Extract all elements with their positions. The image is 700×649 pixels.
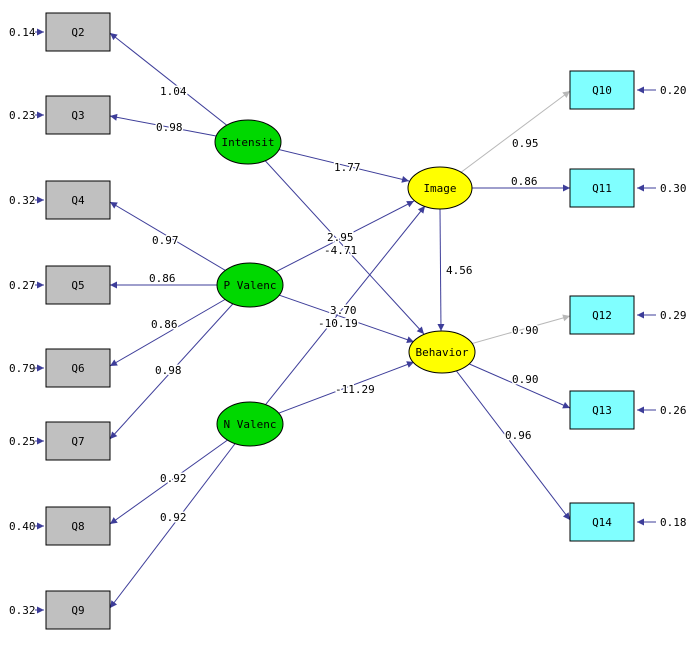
loading-behavior-q13-value: 0.90 (512, 373, 539, 386)
loading-pvalenc-q6-value: 0.86 (151, 318, 178, 331)
path-nvalenc-image-value: -10.19 (318, 317, 358, 330)
path-nvalenc-image-arrow (249, 205, 426, 425)
loading-intensit-q2-arrow (109, 32, 249, 143)
path-pvalenc-behavior-value: 3.70 (330, 304, 357, 317)
loading-pvalenc-q7-value: 0.98 (155, 364, 182, 377)
loading-behavior-q14-arrow (441, 351, 571, 521)
path-image-behavior-arrow (437, 208, 445, 332)
loading-nvalenc-q9-value: 0.92 (160, 511, 187, 524)
indicator-q6-label: Q6 (71, 362, 84, 375)
indicator-q7-label: Q7 (71, 435, 84, 448)
loading-pvalenc-q5-value: 0.86 (149, 272, 176, 285)
loading-intensit-q2-value: 1.04 (160, 85, 187, 98)
loading-nvalenc-q9-arrow (109, 423, 251, 609)
latent-image-ellipse (407, 166, 473, 210)
latent-n-valence-label: N Valenc (224, 418, 277, 431)
error-q6-value: 0.79 (9, 362, 36, 375)
latent-intensity-label: Intensit (222, 136, 275, 149)
path-pvalenc-image-arrow (249, 200, 415, 286)
indicator-q2-label: Q2 (71, 26, 84, 39)
indicator-q4-box (45, 180, 111, 220)
latent-p-valence-label: P Valenc (224, 279, 277, 292)
error-q10-value: 0.20 (660, 84, 687, 97)
error-q9-value: 0.32 (9, 604, 36, 617)
path-nvalenc-behavior-value: -11.29 (335, 383, 375, 396)
indicator-q14-box (569, 502, 635, 542)
error-q5-value: 0.27 (9, 279, 36, 292)
path-intensit-image-value: 1.77 (334, 161, 361, 174)
error-q11-value: 0.30 (660, 182, 687, 195)
indicator-q3-label: Q3 (71, 109, 84, 122)
error-q7-value: 0.25 (9, 435, 36, 448)
indicator-q8-box (45, 506, 111, 546)
path-intensit-behavior-value: -4.71 (324, 244, 357, 257)
latent-n-valence-ellipse (216, 401, 284, 447)
indicator-q10-box (569, 70, 635, 110)
latent-behavior-label: Behavior (416, 346, 469, 359)
indicator-q4-label: Q4 (71, 194, 85, 207)
latent-intensity-ellipse (214, 119, 282, 165)
loading-image-q11-value: 0.86 (511, 175, 538, 188)
indicator-q6-box (45, 348, 111, 388)
indicator-q14-label: Q14 (592, 516, 612, 529)
indicator-q11-box (569, 168, 635, 208)
error-q2-value: 0.14 (9, 26, 36, 39)
error-q13-value: 0.26 (660, 404, 687, 417)
indicator-q11-label: Q11 (592, 182, 612, 195)
loading-pvalenc-q4-value: 0.97 (152, 234, 179, 247)
indicator-q9-box (45, 590, 111, 630)
error-q12-value: 0.29 (660, 309, 687, 322)
loading-pvalenc-q7-arrow (109, 284, 251, 440)
indicator-q9-label: Q9 (71, 604, 84, 617)
error-q14-value: 0.18 (660, 516, 687, 529)
error-q4-value: 0.32 (9, 194, 36, 207)
loading-nvalenc-q8-arrow (109, 423, 251, 525)
indicator-q5-label: Q5 (71, 279, 84, 292)
loading-intensit-q3-value: 0.98 (156, 121, 183, 134)
latent-behavior-ellipse (408, 330, 476, 374)
loading-behavior-q14-value: 0.96 (505, 429, 532, 442)
indicator-q13-label: Q13 (592, 404, 612, 417)
loading-behavior-q12-value: 0.90 (512, 324, 539, 337)
indicator-q3-box (45, 95, 111, 135)
indicator-q13-box (569, 390, 635, 430)
indicator-q2-box (45, 12, 111, 52)
latent-p-valence-ellipse (216, 262, 284, 308)
latent-image-label: Image (423, 182, 456, 195)
indicator-q12-label: Q12 (592, 309, 612, 322)
indicator-q10-label: Q10 (592, 84, 612, 97)
indicator-q7-box (45, 421, 111, 461)
loading-image-q10-arrow (439, 90, 571, 189)
loading-nvalenc-q8-value: 0.92 (160, 472, 187, 485)
path-image-behavior-value: 4.56 (446, 264, 473, 277)
indicator-q8-label: Q8 (71, 520, 84, 533)
loading-image-q10-value: 0.95 (512, 137, 539, 150)
error-q3-value: 0.23 (9, 109, 36, 122)
path-pvalenc-image-value: 2.95 (327, 231, 354, 244)
path-intensit-behavior-arrow (247, 141, 425, 335)
error-q8-value: 0.40 (9, 520, 36, 533)
indicator-q12-box (569, 295, 635, 335)
indicator-q5-box (45, 265, 111, 305)
